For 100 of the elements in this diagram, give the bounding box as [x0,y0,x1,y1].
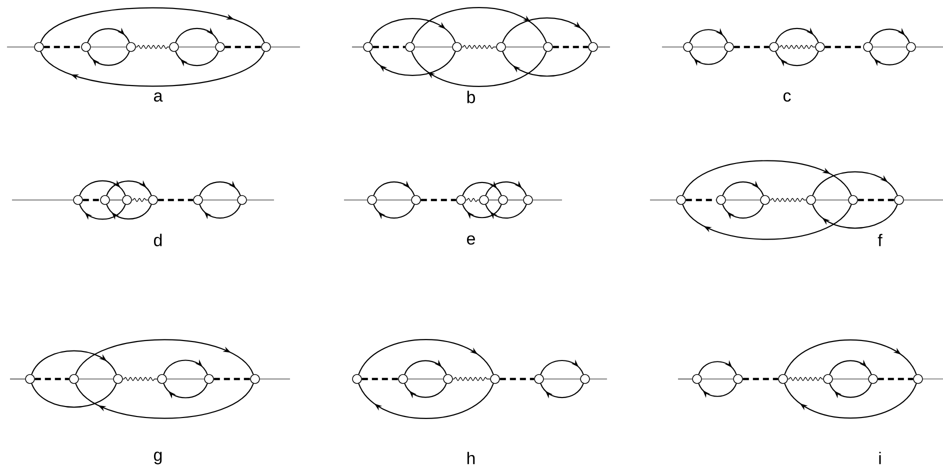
vertex-circle [479,195,489,205]
arc-arrow [199,204,241,220]
line [872,46,906,48]
vertex-circle [692,374,702,384]
arc-arrow [373,180,415,196]
wavy-line [788,377,824,381]
line [408,378,444,380]
dashed-line [878,378,914,380]
vertex-circle [498,195,508,205]
arc-arrow [540,383,584,398]
arc-arrow [40,7,265,43]
dashed-line [44,46,82,48]
arc-arrow [106,204,152,220]
vertex-circle [73,195,83,205]
vertex-circle [113,374,123,384]
arc-arrow [682,160,852,196]
dashed-line [34,378,70,380]
panel-label: h [467,452,475,464]
vertex-circle [100,195,110,205]
arc-arrow [784,339,917,375]
panel-label: g [154,452,162,464]
arc-arrow [358,383,494,419]
line [702,378,734,380]
vertex-circle [452,42,462,52]
external-line [6,46,34,48]
vertex-circle [683,42,693,52]
dashed-line [82,198,100,202]
arc-arrow [775,51,819,66]
vertex-circle [204,374,214,384]
vertex-circle [261,42,271,52]
vertex-circle [906,42,916,52]
arc-arrow [462,204,502,219]
arc-arrow [75,383,254,419]
vertex-circle [848,195,858,205]
vertex-circle [367,195,377,205]
arc-arrow [404,383,447,398]
arc-arrow [404,360,447,375]
vertex-circle [411,195,421,205]
vertex-circle [769,42,779,52]
dashed-line [742,378,778,380]
arc-arrow [485,204,527,220]
dashed-line [158,198,194,202]
arc-arrow [369,51,456,76]
arc-arrow [775,28,819,43]
arc-arrow [79,180,126,196]
panel-label: e [467,235,475,245]
vertex-circle [806,195,816,205]
external-line [916,46,943,48]
panel-label: d [154,234,162,246]
arc-arrow [31,350,117,375]
vertex-circle [25,374,35,384]
wavy-line [122,377,158,381]
panel-label: f [878,234,882,246]
vertex-circle [148,195,158,205]
dashed-line [214,378,250,380]
arc-arrow [175,51,219,66]
vertex-circle [126,42,136,52]
line [178,46,216,48]
external-line [598,46,610,48]
arc-arrow [87,51,130,66]
vertex-circle [868,374,878,384]
arc-arrow [411,7,547,43]
external-line [10,378,26,380]
dashed-line [224,46,262,48]
vertex-circle [215,42,225,52]
vertex-circle [543,42,553,52]
line [832,378,868,380]
arc-arrow [199,180,241,196]
arc-arrow [373,204,415,220]
wavy-line [132,198,148,202]
line [506,46,544,48]
vertex-circle [534,374,544,384]
vertex-circle [34,42,44,52]
vertex-circle [778,374,788,384]
wavy-line [770,198,806,202]
dashed-line [824,46,864,48]
wavy-line [136,45,170,49]
arc-arrow [698,383,737,398]
vertex-circle [523,195,533,205]
vertex-circle [823,374,833,384]
vertex-circle [69,374,79,384]
vertex-circle [894,195,904,205]
arc-arrow [698,360,737,375]
line [90,46,126,48]
arc-arrow [369,18,456,43]
arc-arrow [722,180,764,196]
vertex-circle [398,374,408,384]
arc-arrow [812,171,898,196]
arc-arrow [106,180,152,196]
arc-arrow [163,359,208,375]
arc-arrow [812,204,898,229]
wavy-line [462,45,496,49]
panel-label: c [783,92,791,102]
vertex-circle [250,374,260,384]
arc-arrow [502,51,592,77]
arc-arrow [175,28,219,43]
vertex-circle [157,374,167,384]
arc-arrow [682,204,852,240]
arc-arrow [722,204,764,220]
line [78,378,114,380]
